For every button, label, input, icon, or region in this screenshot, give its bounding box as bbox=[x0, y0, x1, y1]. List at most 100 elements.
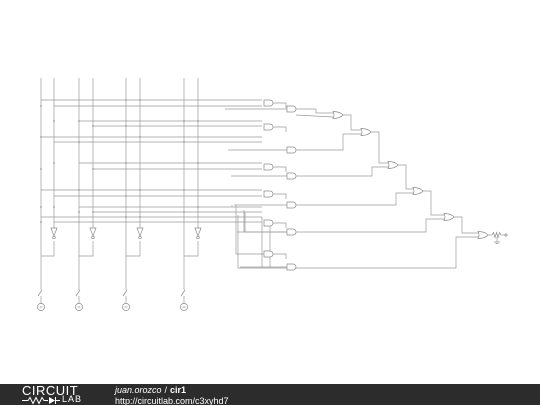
junction-dot bbox=[139, 216, 141, 218]
wire bbox=[454, 216, 479, 234]
not-gate bbox=[194, 227, 202, 237]
wire bbox=[273, 102, 287, 108]
switch-lever bbox=[75, 289, 81, 297]
wire bbox=[295, 114, 334, 118]
and-gate bbox=[286, 201, 297, 209]
and-gate bbox=[263, 163, 274, 171]
output-resistor bbox=[491, 231, 502, 239]
and-gate bbox=[263, 123, 274, 131]
wire bbox=[183, 78, 199, 257]
junction-dot bbox=[183, 120, 185, 122]
switch-lever bbox=[180, 289, 186, 297]
wire bbox=[296, 236, 479, 269]
wire bbox=[273, 166, 287, 172]
not-gate-bubble bbox=[91, 235, 95, 240]
junction-dot bbox=[40, 221, 42, 223]
not-gate bbox=[136, 227, 144, 237]
junction-dot bbox=[183, 141, 185, 143]
components bbox=[37, 99, 508, 311]
logo-wordmark-bottom: LAB bbox=[62, 394, 83, 404]
wire bbox=[296, 108, 334, 114]
wire bbox=[125, 78, 141, 257]
wire bbox=[398, 164, 414, 190]
junction-dot bbox=[92, 168, 94, 170]
not-gate bbox=[89, 227, 97, 237]
junction-dot bbox=[197, 206, 199, 208]
not-gate bbox=[50, 227, 58, 237]
junction-dot bbox=[125, 99, 127, 101]
circuit-meta: juan.orozco/cir1 http://circuitlab.com/c… bbox=[115, 385, 229, 406]
switch-lever bbox=[37, 289, 43, 297]
junction-dot bbox=[183, 211, 185, 213]
junction-dot bbox=[78, 141, 80, 143]
wire bbox=[296, 166, 389, 177]
wire bbox=[40, 78, 55, 257]
author-link[interactable]: juan.orozco bbox=[115, 385, 162, 395]
junction-dot bbox=[125, 162, 127, 164]
wire bbox=[235, 205, 264, 255]
junction-dot bbox=[125, 216, 127, 218]
not-gate-bubble bbox=[52, 235, 56, 240]
or-gate bbox=[412, 187, 424, 195]
junction-dot bbox=[78, 120, 80, 122]
and-gate bbox=[286, 105, 297, 113]
footer-bar: CIRCUIT LAB juan.orozco/cir1 http://circ… bbox=[0, 384, 540, 406]
wire bbox=[273, 222, 287, 228]
wire bbox=[296, 133, 362, 151]
wire bbox=[343, 114, 362, 131]
resistor-diode-icon bbox=[22, 396, 60, 405]
junction-dot bbox=[139, 99, 141, 101]
wire bbox=[273, 253, 287, 259]
junction-dot bbox=[40, 105, 42, 107]
junction-dot bbox=[53, 162, 55, 164]
junction-dot bbox=[40, 136, 42, 138]
wire bbox=[423, 190, 445, 216]
output-terminal bbox=[504, 233, 508, 237]
circuit-url-link[interactable]: http://circuitlab.com/c3xyhd7 bbox=[115, 396, 229, 406]
not-gate-bubble bbox=[196, 235, 200, 240]
and-gate bbox=[286, 228, 297, 236]
or-gate bbox=[387, 161, 399, 169]
wires bbox=[40, 78, 505, 303]
junction-dot bbox=[197, 120, 199, 122]
junction-dot bbox=[183, 189, 185, 191]
junction-dot bbox=[139, 189, 141, 191]
junction-dot bbox=[139, 136, 141, 138]
and-gate bbox=[263, 250, 274, 258]
junction-dot bbox=[92, 211, 94, 213]
junction-dot bbox=[53, 206, 55, 208]
wire bbox=[296, 192, 414, 206]
and-gate bbox=[263, 99, 274, 107]
wire bbox=[371, 131, 389, 164]
junction-dot bbox=[78, 211, 80, 213]
junction-dot bbox=[125, 125, 127, 127]
junction-dot bbox=[78, 189, 80, 191]
junction-dot bbox=[197, 162, 199, 164]
wire bbox=[78, 78, 94, 257]
and-gate bbox=[263, 219, 274, 227]
and-gate bbox=[286, 146, 297, 154]
junction-dot bbox=[53, 120, 55, 122]
junction-dot bbox=[92, 125, 94, 127]
junction-dot bbox=[40, 168, 42, 170]
or-gate bbox=[360, 128, 372, 136]
circuit-title[interactable]: cir1 bbox=[170, 385, 187, 395]
or-gate bbox=[332, 111, 344, 119]
or-gate bbox=[477, 231, 489, 239]
logo-wordmark-top: CIRCUIT bbox=[22, 383, 79, 398]
switch-lever bbox=[122, 289, 128, 297]
junction-dot bbox=[40, 206, 42, 208]
wire bbox=[273, 193, 287, 199]
and-gate bbox=[286, 263, 297, 271]
wire bbox=[243, 210, 287, 233]
meta-separator: / bbox=[164, 385, 168, 395]
circuit-schematic bbox=[37, 78, 508, 311]
not-gate-bubble bbox=[138, 235, 142, 240]
and-gate bbox=[263, 190, 274, 198]
circuitlab-logo[interactable]: CIRCUIT LAB bbox=[22, 384, 96, 405]
wire bbox=[273, 126, 287, 132]
and-gate bbox=[286, 172, 297, 180]
junction-dot bbox=[125, 195, 127, 197]
or-gate bbox=[443, 213, 455, 221]
wire bbox=[296, 218, 445, 233]
